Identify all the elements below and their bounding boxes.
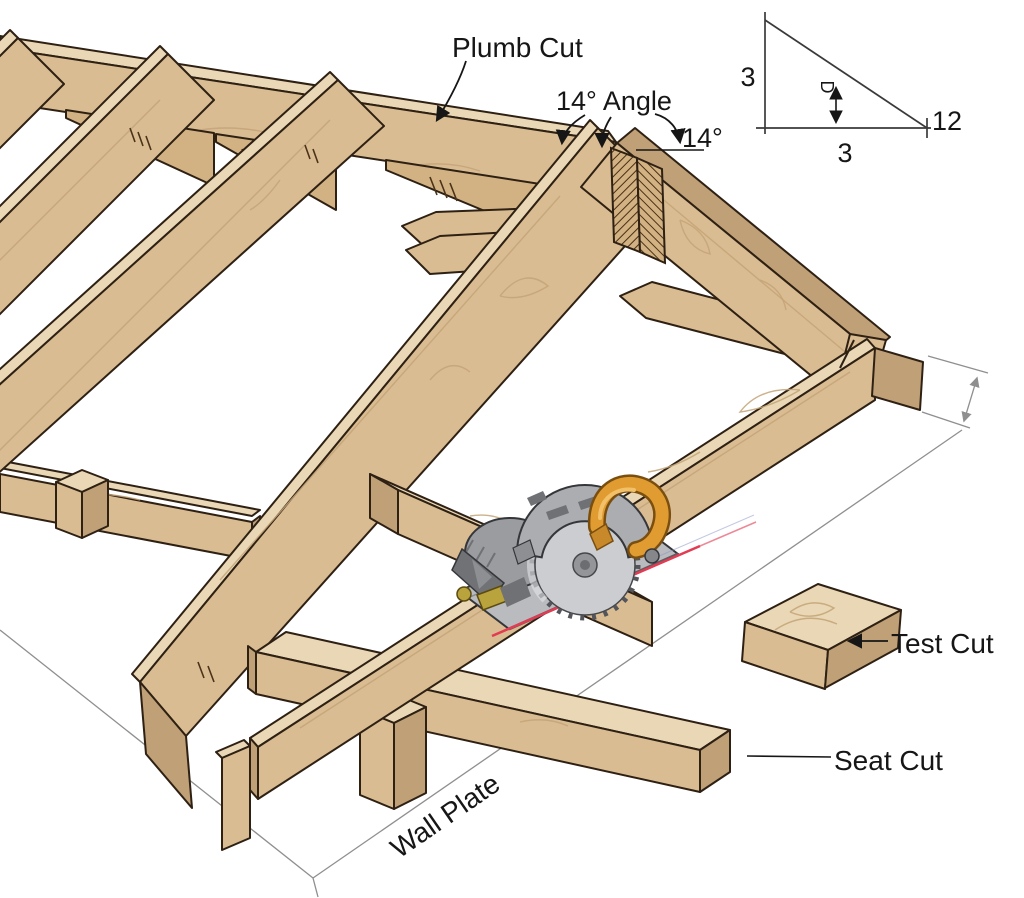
grain bbox=[647, 451, 701, 473]
bevel-knob bbox=[456, 586, 472, 602]
grain bbox=[738, 388, 801, 413]
extension-line bbox=[921, 411, 971, 429]
depth-knob bbox=[644, 548, 660, 564]
handle-base bbox=[589, 522, 614, 552]
grain bbox=[759, 279, 787, 311]
angle-leader-2 bbox=[594, 116, 612, 149]
grain bbox=[679, 219, 711, 255]
grain bbox=[429, 364, 471, 381]
rafter-face bbox=[0, 79, 385, 474]
block-side bbox=[81, 479, 109, 539]
triangle-rise-value: 3 bbox=[740, 62, 755, 92]
rafter-face bbox=[0, 53, 215, 316]
handle-highlight bbox=[598, 487, 636, 520]
grain bbox=[639, 179, 851, 357]
rafter-tail-block bbox=[215, 739, 251, 851]
angle-arc-arrow bbox=[654, 113, 686, 145]
beam-end bbox=[699, 729, 731, 793]
grain bbox=[499, 277, 550, 299]
beam-end bbox=[369, 473, 399, 535]
seat-cut-leader bbox=[746, 755, 832, 758]
tail-end-face bbox=[139, 681, 193, 809]
triangle-depth-marker: D bbox=[817, 81, 837, 94]
guide-corner-tick bbox=[312, 877, 319, 898]
grain bbox=[0, 119, 331, 451]
angle-leader-1 bbox=[555, 114, 586, 146]
beam-end-left bbox=[247, 645, 257, 695]
grain bbox=[789, 602, 836, 617]
arbor-bolt bbox=[580, 560, 590, 570]
circular-saw bbox=[451, 474, 757, 638]
triangle-hypotenuse bbox=[764, 19, 928, 129]
grain bbox=[249, 179, 281, 211]
triangle-slope-value: 12 bbox=[932, 106, 962, 136]
block-front bbox=[55, 481, 83, 539]
block-front bbox=[741, 621, 829, 690]
grain bbox=[0, 99, 161, 261]
lower-guard-lever bbox=[500, 577, 531, 607]
callout-leaders bbox=[435, 60, 888, 758]
grain bbox=[774, 617, 838, 631]
guard-tab bbox=[512, 539, 536, 565]
cut-hatch bbox=[429, 176, 558, 222]
dimension-arrows bbox=[961, 376, 980, 423]
plate-end-right bbox=[871, 347, 924, 411]
rafters-left-plane bbox=[0, 29, 385, 474]
pencil-marks bbox=[197, 661, 215, 683]
bracket-inner bbox=[472, 559, 492, 589]
rafter-edge bbox=[0, 29, 19, 58]
guide-right bbox=[312, 429, 963, 879]
block-side bbox=[824, 609, 902, 689]
birdsmouth-line bbox=[839, 339, 855, 369]
hatch-panel bbox=[609, 146, 642, 254]
rafter-face bbox=[0, 37, 65, 150]
guard-vent bbox=[546, 505, 569, 520]
plate-height-dimension bbox=[921, 355, 989, 429]
rafter-edge bbox=[0, 45, 169, 224]
guide-faint-line bbox=[649, 514, 755, 561]
guard-screw-post bbox=[527, 491, 547, 506]
tail-front bbox=[221, 745, 251, 851]
hatch-panel bbox=[635, 156, 667, 265]
peak-rafter bbox=[131, 119, 669, 809]
pencil-marks bbox=[129, 127, 152, 151]
test-cut-label: Test Cut bbox=[891, 628, 994, 659]
saw-handle bbox=[590, 476, 669, 557]
angle-value-label: 14° bbox=[682, 123, 723, 153]
plumb-cut-leader bbox=[435, 60, 467, 122]
pitch-triangle: 3 3 12 D bbox=[740, 12, 962, 168]
grain bbox=[419, 163, 481, 172]
purlin-beam bbox=[0, 461, 261, 561]
blade-teeth bbox=[529, 509, 641, 621]
plate-end-left bbox=[249, 737, 259, 800]
seat-cut-label: Seat Cut bbox=[834, 745, 943, 776]
grain bbox=[519, 719, 569, 727]
triangle-run-value: 3 bbox=[837, 138, 852, 168]
grain bbox=[219, 195, 561, 581]
laser-line-ext bbox=[699, 521, 757, 547]
peak-plumb-cut-hatch bbox=[609, 146, 667, 265]
test-cut-block bbox=[741, 583, 902, 690]
plumb-cut-label: Plumb Cut bbox=[452, 32, 583, 63]
post-side bbox=[393, 706, 427, 810]
angle-callout-label: 14° Angle bbox=[556, 86, 672, 116]
pencil-marks bbox=[304, 144, 319, 164]
extension-line bbox=[927, 355, 989, 374]
